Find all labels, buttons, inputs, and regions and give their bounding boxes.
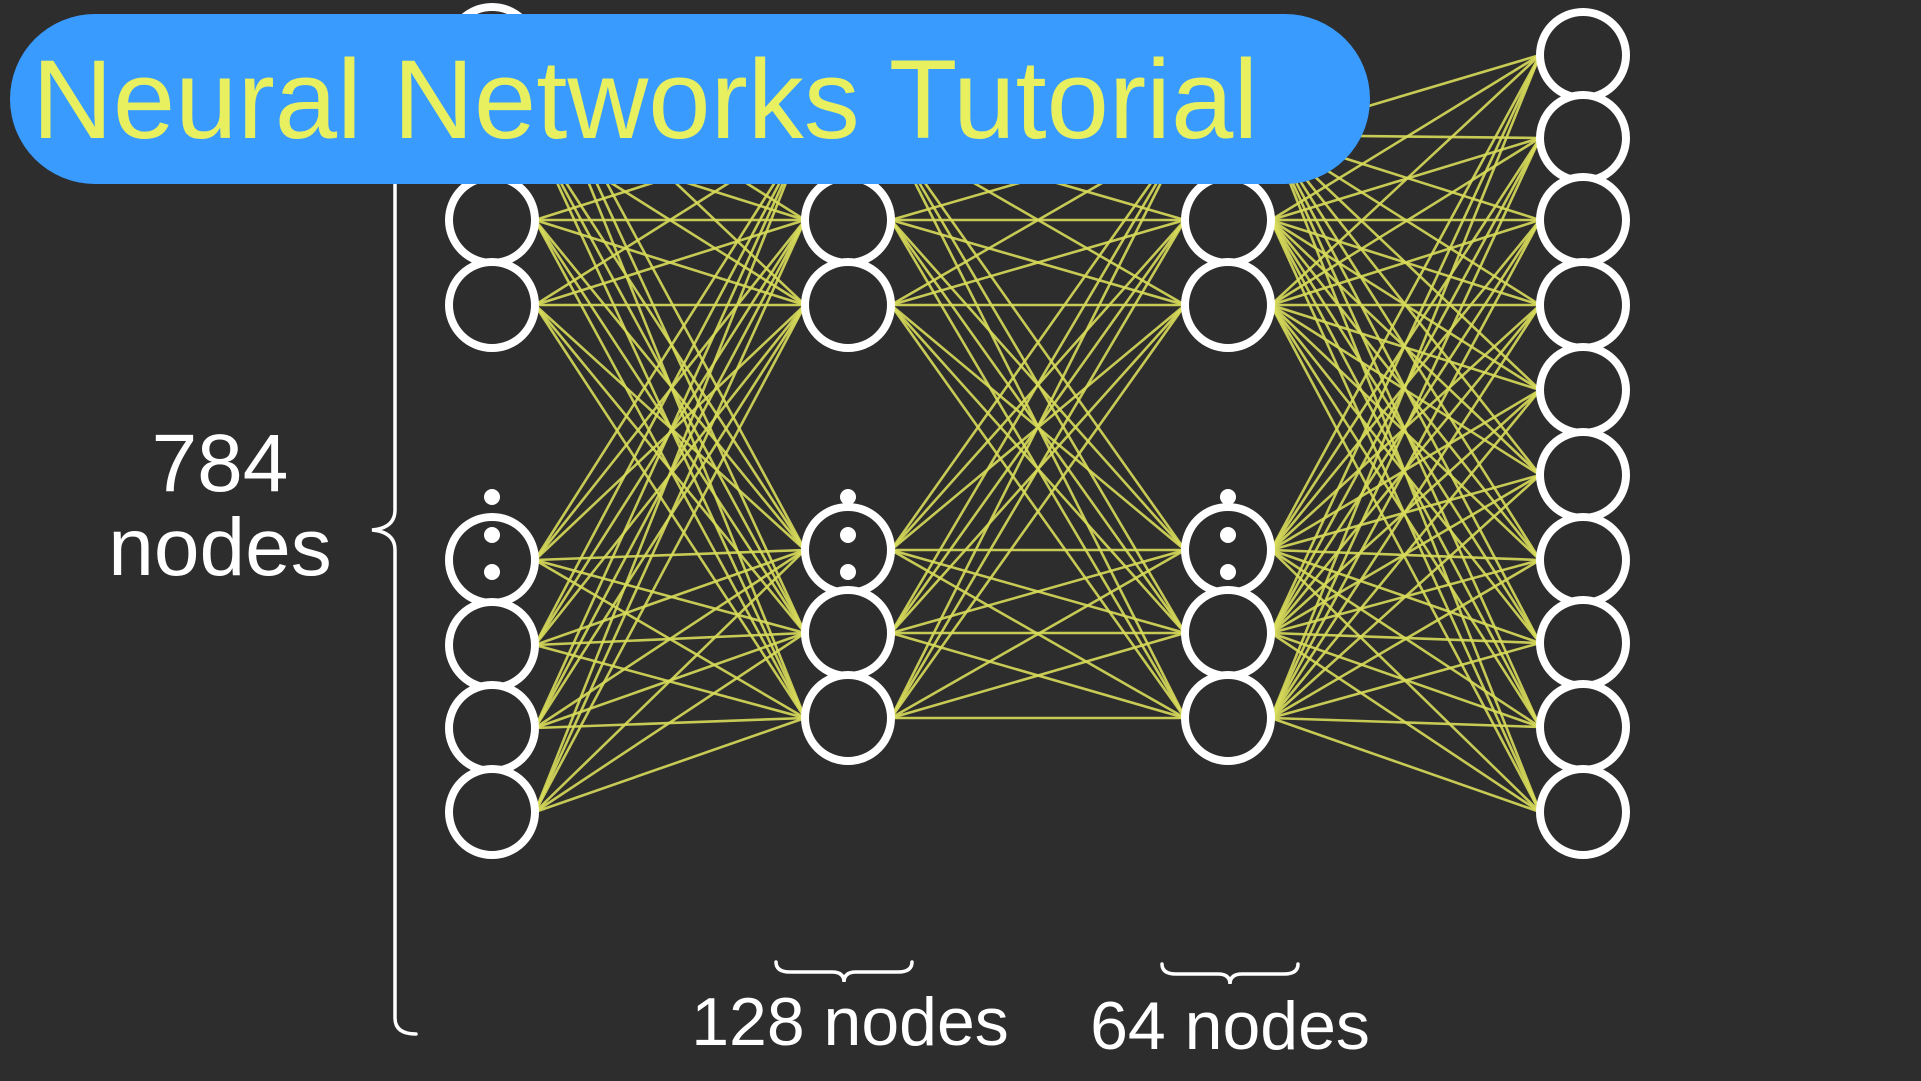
output-node-1 [1536,91,1630,185]
connection-l2-1-0 [1270,53,1541,222]
connection-l1-4-0 [889,134,1187,634]
output-node-0 [1536,8,1630,102]
connection-l0-5-0 [533,134,807,646]
connection-l2-2-0 [1270,54,1541,306]
hidden-1-ellipsis-dot-2 [840,564,856,580]
connection-l0-6-0 [533,134,807,729]
input-node-5 [445,598,539,692]
input-node-3 [445,258,539,352]
connection-l2-3-0 [1269,54,1542,551]
input-ellipsis-dot-0 [484,489,500,505]
input-layer-label: 784 nodes [108,418,332,593]
hidden-2-node-5 [1181,671,1275,765]
output-node-8 [1536,680,1630,774]
hidden-layer-1-brace [774,960,914,983]
output-node-5 [1536,428,1630,522]
hidden-2-node-2 [1181,258,1275,352]
hidden-2-node-4 [1181,586,1275,680]
input-node-6 [445,681,539,775]
page-title: Neural Networks Tutorial [32,37,1259,162]
hidden-layer-1-label: 128 nodes [691,984,1009,1060]
connection-l2-5-4 [1269,389,1542,719]
connection-l2-5-3 [1269,304,1542,719]
hidden-1-ellipsis-dot-1 [840,527,856,543]
connection-l0-7-4 [534,631,806,814]
connection-l0-7-1 [533,219,807,813]
hidden-1-ellipsis-dot-0 [840,489,856,505]
connection-l0-3-3 [534,304,806,551]
connection-l2-4-0 [1269,54,1542,634]
hidden-1-node-3 [801,503,895,597]
output-node-6 [1536,513,1630,607]
connection-l2-2-5 [1270,303,1541,477]
connection-l1-5-2 [889,304,1187,719]
input-ellipsis-dot-1 [484,527,500,543]
connection-l2-2-9 [1269,304,1542,813]
hidden-2-ellipsis-dot-2 [1220,564,1236,580]
connection-l2-5-2 [1269,219,1542,719]
hidden-1-node-5 [801,671,895,765]
connection-l1-5-1 [889,219,1187,719]
hidden-1-node-4 [801,586,895,680]
connection-l2-5-8 [1270,716,1541,729]
output-node-3 [1536,258,1630,352]
output-node-9 [1536,765,1630,859]
connection-l2-2-4 [1270,303,1541,392]
hidden-2-node-1 [1181,173,1275,267]
connection-l2-2-6 [1270,304,1541,561]
hidden-2-node-3 [1181,503,1275,597]
connection-l2-5-9 [1270,716,1541,814]
connection-l0-7-5 [534,716,806,814]
connection-l2-5-1 [1269,137,1542,719]
connection-l1-5-0 [889,134,1187,719]
connection-l1-3-0 [889,134,1187,551]
connection-l0-4-0 [533,134,807,561]
hidden-2-ellipsis-dot-0 [1220,489,1236,505]
connection-l0-7-0 [533,134,807,813]
input-node-7 [445,765,539,859]
title-banner: Neural Networks Tutorial [10,14,1370,184]
hidden-layer-2-brace [1160,962,1300,985]
connection-l0-7-3 [534,549,806,813]
hidden-layer-2-label: 64 nodes [1090,988,1370,1064]
hidden-2-ellipsis-dot-1 [1220,527,1236,543]
output-node-2 [1536,173,1630,267]
connection-l0-7-2 [533,304,807,813]
connection-l0-1-3 [533,134,807,551]
connection-l1-5-3 [890,548,1186,720]
connection-l2-5-0 [1269,54,1542,719]
connection-l1-5-4 [890,631,1186,720]
connection-l2-5-7 [1270,641,1541,720]
ellipsis-group [484,489,1236,580]
input-node-2 [445,173,539,267]
output-node-7 [1536,596,1630,690]
connection-l2-5-6 [1270,558,1541,720]
connection-l0-2-3 [533,219,807,551]
connection-l2-5-5 [1270,474,1541,719]
input-ellipsis-dot-2 [484,564,500,580]
output-node-4 [1536,343,1630,437]
hidden-1-node-2 [801,258,895,352]
hidden-1-node-1 [801,173,895,267]
